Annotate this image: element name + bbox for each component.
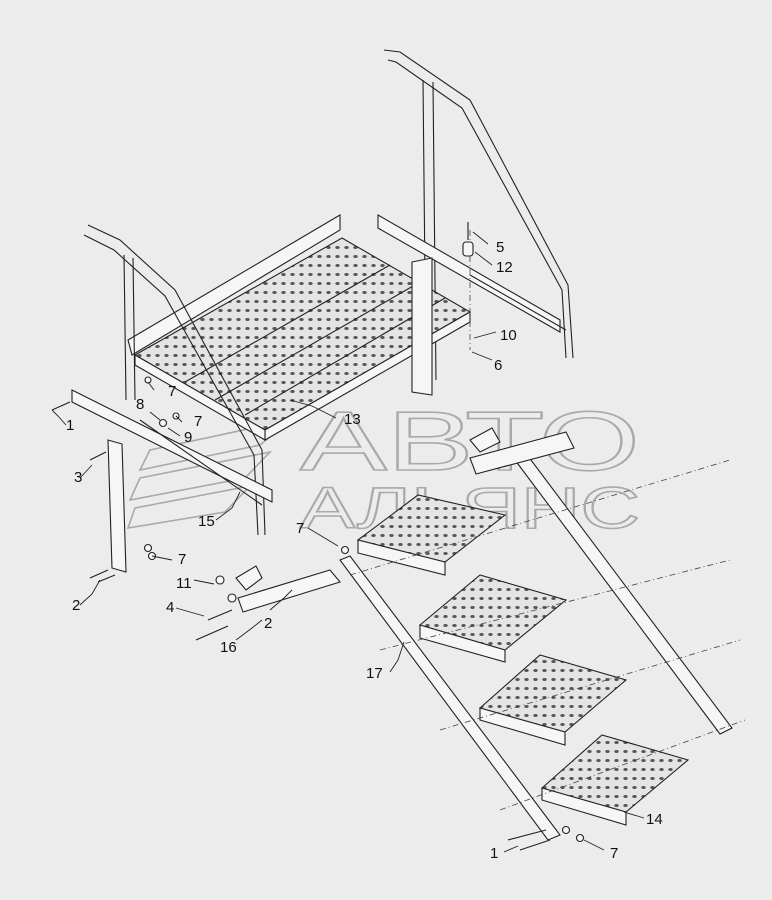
assembly-centerlines	[349, 230, 746, 811]
callout-14: 14	[646, 811, 663, 828]
callout-16: 16	[220, 639, 237, 656]
callout-7-post: 7	[178, 551, 186, 568]
callout-6: 6	[494, 357, 502, 374]
callout-1-top: 1	[66, 417, 74, 434]
callout-7-platform: 7	[168, 383, 176, 400]
callout-9: 9	[184, 429, 192, 446]
callout-1-bottom: 1	[490, 845, 498, 862]
stair-stringer-left	[235, 555, 561, 841]
fasteners	[51, 222, 585, 851]
callout-7-stringer: 7	[296, 520, 304, 537]
stair-stringer-right	[469, 427, 733, 735]
callout-5: 5	[496, 239, 504, 256]
callout-7-brace: 7	[194, 413, 202, 430]
watermark-line1: АВТО	[300, 394, 640, 488]
callout-3: 3	[74, 469, 82, 486]
callout-8: 8	[136, 396, 144, 413]
callout-17: 17	[366, 665, 383, 682]
callout-4: 4	[166, 599, 174, 616]
callout-12: 12	[496, 259, 513, 276]
callout-7-bottom: 7	[610, 845, 618, 862]
callout-2-left: 2	[72, 597, 80, 614]
stair-treads	[356, 494, 690, 826]
callout-13: 13	[344, 411, 361, 428]
callout-15: 15	[198, 513, 215, 530]
callout-10: 10	[500, 327, 517, 344]
support-posts	[71, 376, 273, 573]
callout-labels: 1 1 2 2 3 4 5 6 7 7 7 7 7 8 9 10 11 12 1…	[66, 239, 663, 862]
callout-2-right: 2	[264, 615, 272, 632]
callout-11: 11	[176, 575, 192, 592]
callout-leaders	[51, 231, 645, 853]
